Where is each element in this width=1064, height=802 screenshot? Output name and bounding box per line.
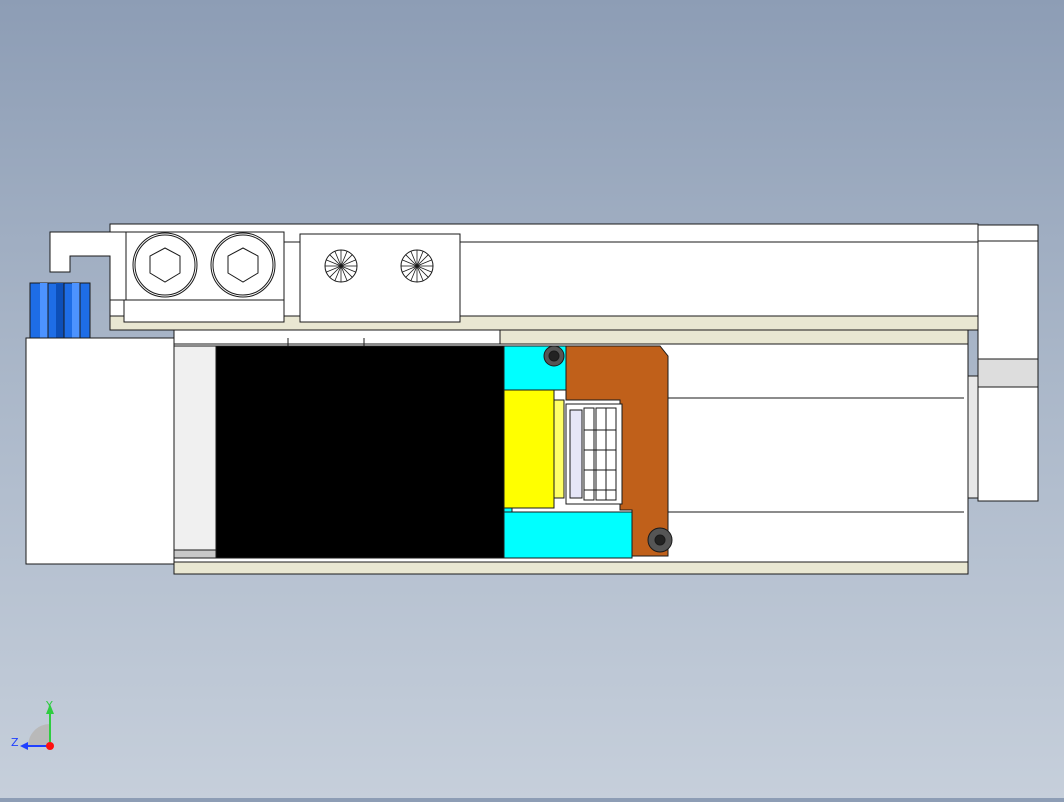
triad-y-label: Y <box>45 699 53 712</box>
socket-head-cap-screw <box>210 232 276 298</box>
bearing-stack <box>565 403 623 505</box>
orange-end-cap <box>543 345 673 557</box>
clamp-plate <box>299 233 461 323</box>
end-plate <box>967 224 1039 502</box>
blue-coupling <box>29 282 91 339</box>
view-triad: Y Z <box>11 699 54 750</box>
countersunk-screw <box>400 249 434 283</box>
triad-z-label: Z <box>11 736 19 749</box>
black-motor-body <box>215 345 505 559</box>
yellow-bearing-block <box>503 389 565 509</box>
motor-end-block <box>25 337 217 565</box>
countersunk-screw <box>324 249 358 283</box>
socket-head-cap-screw <box>132 232 198 298</box>
